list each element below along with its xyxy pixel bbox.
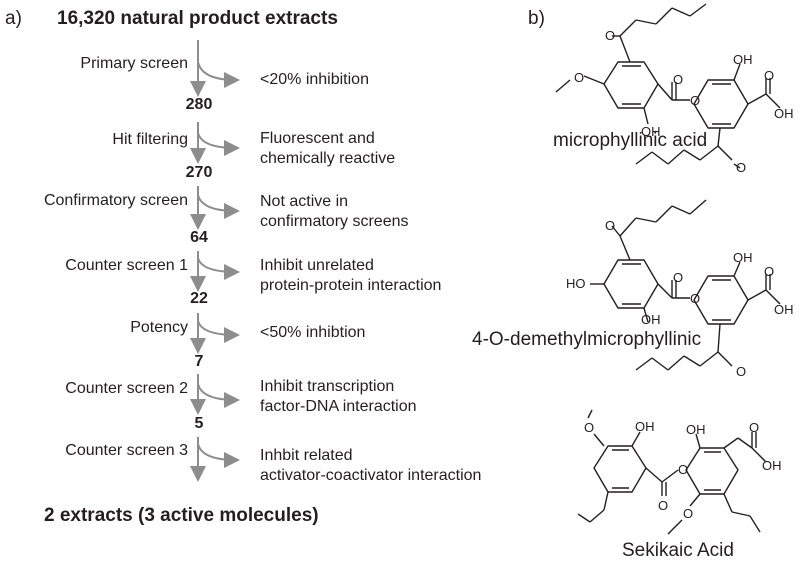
- branch-arrow-5: [197, 320, 240, 343]
- atom-label: OH: [774, 302, 794, 317]
- step-count-2: 270: [185, 164, 213, 181]
- atom-label: OH: [774, 106, 794, 121]
- atom-label: OH: [641, 124, 661, 139]
- atom-label: O: [605, 28, 616, 43]
- step-count-3: 64: [190, 229, 208, 246]
- outcome-line: Inhbit related: [260, 447, 353, 464]
- step-name-4: Counter screen 1: [65, 257, 188, 274]
- step-name-1: Primary screen: [80, 55, 188, 72]
- outcome-line: <20% inhibition: [260, 71, 369, 88]
- step-outcome-7: Inhbit related activator-coactivator int…: [260, 446, 550, 486]
- step-count-4: 22: [190, 290, 208, 307]
- step-outcome-4: Inhibit unrelated protein-protein intera…: [260, 256, 550, 296]
- step-outcome-1: <20% inhibition: [260, 70, 550, 90]
- atom-label: O: [690, 291, 701, 306]
- outcome-line: <50% inhibtion: [260, 324, 366, 341]
- atom-label: O: [658, 498, 669, 513]
- molecule-name-1: microphyllinic acid: [553, 130, 708, 151]
- step-outcome-5: <50% inhibtion: [260, 323, 550, 343]
- step-outcome-6: Inhibit transcription factor-DNA interac…: [260, 377, 550, 417]
- structure-sekikaic-acid: [577, 409, 767, 535]
- atom-label: HO: [566, 276, 586, 291]
- atom-label: O: [736, 160, 747, 175]
- step-name-2: Hit filtering: [112, 131, 188, 148]
- outcome-line: protein-protein interaction: [260, 277, 442, 294]
- atom-label: O: [584, 420, 595, 435]
- structure-microphyllinic-acid: [555, 3, 781, 169]
- step-count-1: 280: [185, 96, 213, 113]
- atom-label: O: [678, 462, 689, 477]
- atom-label: OH: [641, 312, 661, 327]
- outcome-line: Not active in: [260, 193, 349, 210]
- branch-arrow-3: [197, 194, 240, 219]
- branch-arrow-7: [197, 443, 240, 468]
- outcome-line: Inhibit transcription: [260, 378, 395, 395]
- step-outcome-3: Not active in confirmatory screens: [260, 192, 550, 232]
- step-name-7: Counter screen 3: [65, 442, 188, 459]
- atom-label: O: [683, 506, 694, 521]
- atom-label: O: [574, 70, 585, 85]
- atom-label: OH: [733, 52, 753, 67]
- branch-arrow-6: [197, 383, 240, 408]
- step-count-6: 5: [194, 415, 204, 432]
- outcome-line: confirmatory screens: [260, 213, 409, 230]
- branch-arrow-2: [197, 132, 240, 156]
- molecule-name-2: 4-O-demethylmicrophyllinic: [472, 329, 702, 350]
- start-title: 16,320 natural product extracts: [57, 8, 338, 29]
- outcome-line: chemically reactive: [260, 150, 396, 167]
- final-title: 2 extracts (3 active molecules): [44, 505, 319, 526]
- molecule-name-3: Sekikaic Acid: [622, 540, 734, 561]
- outcome-line: activator-coactivator interaction: [260, 467, 482, 484]
- atom-label: OH: [733, 250, 753, 265]
- outcome-line: factor-DNA interaction: [260, 398, 417, 415]
- atom-label: OH: [762, 458, 782, 473]
- atom-label: O: [749, 420, 760, 435]
- step-count-5: 7: [194, 353, 204, 370]
- outcome-line: Fluorescent and: [260, 130, 375, 147]
- atom-label: O: [736, 364, 747, 379]
- outcome-line: Inhibit unrelated: [260, 257, 374, 274]
- atom-label: OH: [686, 422, 706, 437]
- step-name-5: Potency: [130, 319, 188, 336]
- step-name-3: Confirmatory screen: [43, 192, 188, 209]
- branch-arrow-4: [197, 257, 240, 280]
- atom-label: O: [673, 72, 684, 87]
- atom-label: O: [605, 218, 616, 233]
- panel-a-label: a): [5, 8, 22, 29]
- atom-label: O: [764, 68, 775, 83]
- step-name-6: Counter screen 2: [65, 380, 188, 397]
- atom-label: O: [690, 93, 701, 108]
- atom-label: O: [764, 264, 775, 279]
- structure-demethylmicrophyllinic: [590, 199, 781, 371]
- branch-arrow-1: [197, 61, 240, 88]
- panel-b-label: b): [528, 8, 545, 29]
- atom-label: O: [673, 270, 684, 285]
- step-outcome-2: Fluorescent and chemically reactive: [260, 129, 550, 169]
- atom-label: OH: [635, 419, 655, 434]
